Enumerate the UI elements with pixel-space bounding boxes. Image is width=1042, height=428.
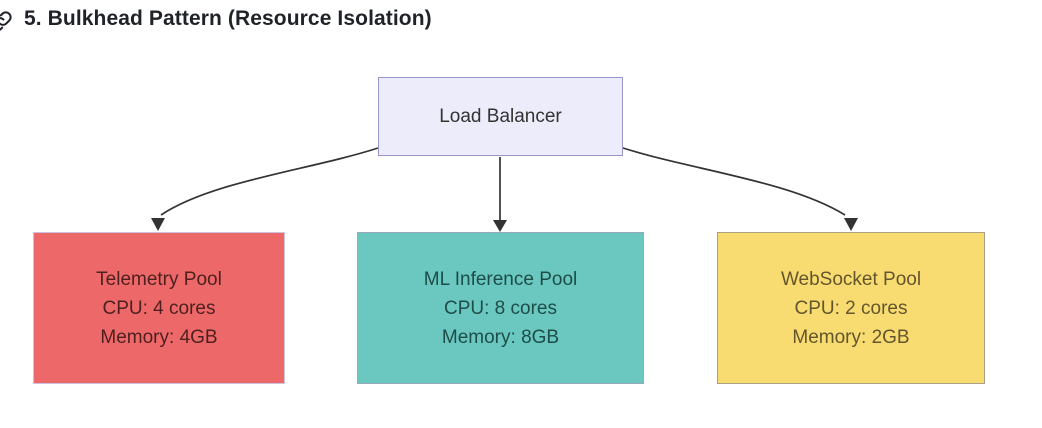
edge-lb-to-telemetry xyxy=(160,147,379,216)
node-telemetry-pool-title: Telemetry Pool xyxy=(96,268,222,290)
arrowhead-telemetry xyxy=(151,218,165,231)
node-ml-inference-pool-cpu: CPU: 8 cores xyxy=(444,297,557,319)
node-telemetry-pool: Telemetry Pool CPU: 4 cores Memory: 4GB xyxy=(33,232,285,384)
node-telemetry-pool-memory: Memory: 4GB xyxy=(100,326,218,348)
node-ml-inference-pool-title: ML Inference Pool xyxy=(423,268,578,290)
node-load-balancer-label: Load Balancer xyxy=(439,106,562,127)
node-load-balancer: Load Balancer xyxy=(378,77,623,156)
arrowhead-websocket xyxy=(844,218,858,231)
arrowhead-ml xyxy=(493,220,507,232)
heading-anchor-link-icon[interactable] xyxy=(0,10,13,33)
page-title: 5. Bulkhead Pattern (Resource Isolation) xyxy=(24,7,432,30)
node-ml-inference-pool: ML Inference Pool CPU: 8 cores Memory: 8… xyxy=(357,232,644,384)
section-heading: 5. Bulkhead Pattern (Resource Isolation) xyxy=(0,0,1042,44)
edge-lb-to-websocket xyxy=(622,147,846,216)
node-ml-inference-pool-memory: Memory: 8GB xyxy=(441,326,560,348)
node-websocket-pool-memory: Memory: 2GB xyxy=(792,326,910,348)
node-websocket-pool-title: WebSocket Pool xyxy=(780,268,922,290)
node-telemetry-pool-cpu: CPU: 4 cores xyxy=(102,297,216,319)
node-websocket-pool: WebSocket Pool CPU: 2 cores Memory: 2GB xyxy=(717,232,985,384)
node-websocket-pool-cpu: CPU: 2 cores xyxy=(794,297,908,319)
